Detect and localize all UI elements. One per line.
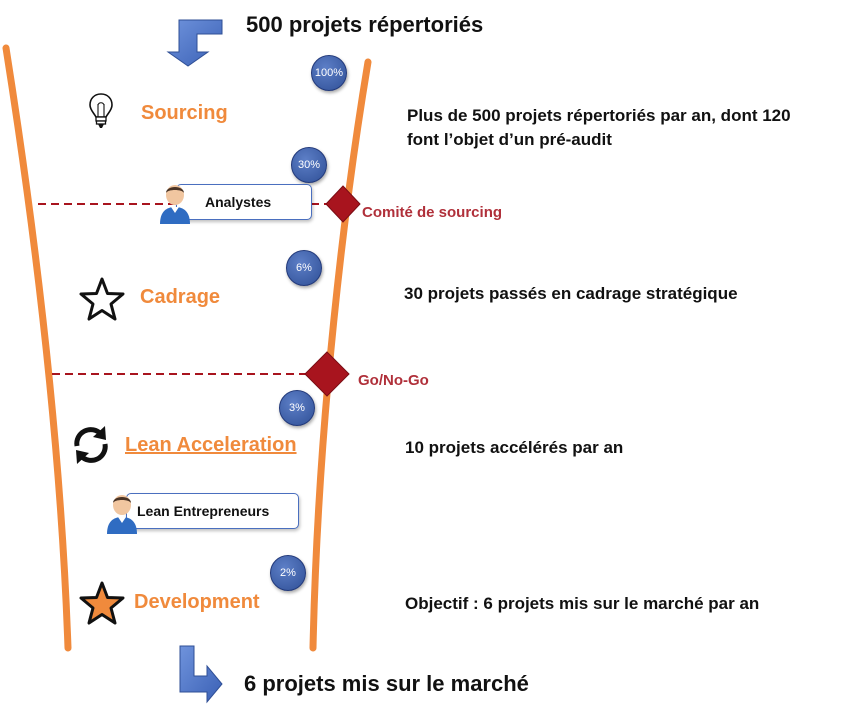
- gate-diamond-go-no-go: [304, 351, 350, 397]
- team-badge-lean-entrepreneurs: Lean Entrepreneurs: [126, 493, 299, 529]
- star-outline-icon: [79, 277, 125, 321]
- funnel-right-wall: [309, 58, 372, 652]
- percent-badge-cadrage: 6%: [286, 250, 322, 286]
- description-line: font l’objet d’un pré-audit: [407, 130, 612, 149]
- stage-label-development: Development: [134, 591, 260, 613]
- bottom-label: 6 projets mis sur le marché: [244, 671, 529, 696]
- person-avatar-icon: [160, 185, 190, 224]
- funnel-left-wall: [2, 44, 72, 652]
- percent-badge-lean: 3%: [279, 390, 315, 426]
- stage-label-lean-acceleration[interactable]: Lean Acceleration: [125, 434, 297, 456]
- bottom-arrow-icon: [179, 645, 223, 704]
- percent-badge-sourcing: 100%: [311, 55, 347, 91]
- description-line: Plus de 500 projets répertoriés par an, …: [407, 106, 791, 125]
- description-cadrage: 30 projets passés en cadrage stratégique: [404, 284, 738, 303]
- description-development: Objectif : 6 projets mis sur le marché p…: [405, 594, 760, 613]
- top-label: 500 projets répertoriés: [246, 12, 484, 37]
- team-badge-analystes: Analystes: [176, 184, 312, 220]
- percent-badge-development: 2%: [270, 555, 306, 591]
- description-lean-acceleration: 10 projets accélérés par an: [405, 438, 624, 457]
- refresh-cycle-icon: [74, 426, 108, 464]
- gate-diamond-sourcing: [325, 185, 361, 223]
- team-label-analystes: Analystes: [205, 194, 272, 210]
- star-filled-icon: [79, 581, 125, 625]
- gate-label-comite-sourcing: Comité de sourcing: [362, 204, 503, 221]
- description-sourcing: Plus de 500 projets répertoriés par an, …: [407, 104, 791, 152]
- team-label-lean-entrepreneurs: Lean Entrepreneurs: [137, 503, 270, 519]
- top-arrow-icon: [166, 19, 223, 67]
- percent-badge-analystes: 30%: [291, 147, 327, 183]
- stage-label-cadrage: Cadrage: [140, 286, 221, 308]
- lightbulb-icon: [89, 93, 113, 128]
- stage-label-sourcing: Sourcing: [141, 102, 228, 124]
- gate-label-go-no-go: Go/No-Go: [358, 372, 429, 389]
- person-avatar-icon: [107, 495, 137, 534]
